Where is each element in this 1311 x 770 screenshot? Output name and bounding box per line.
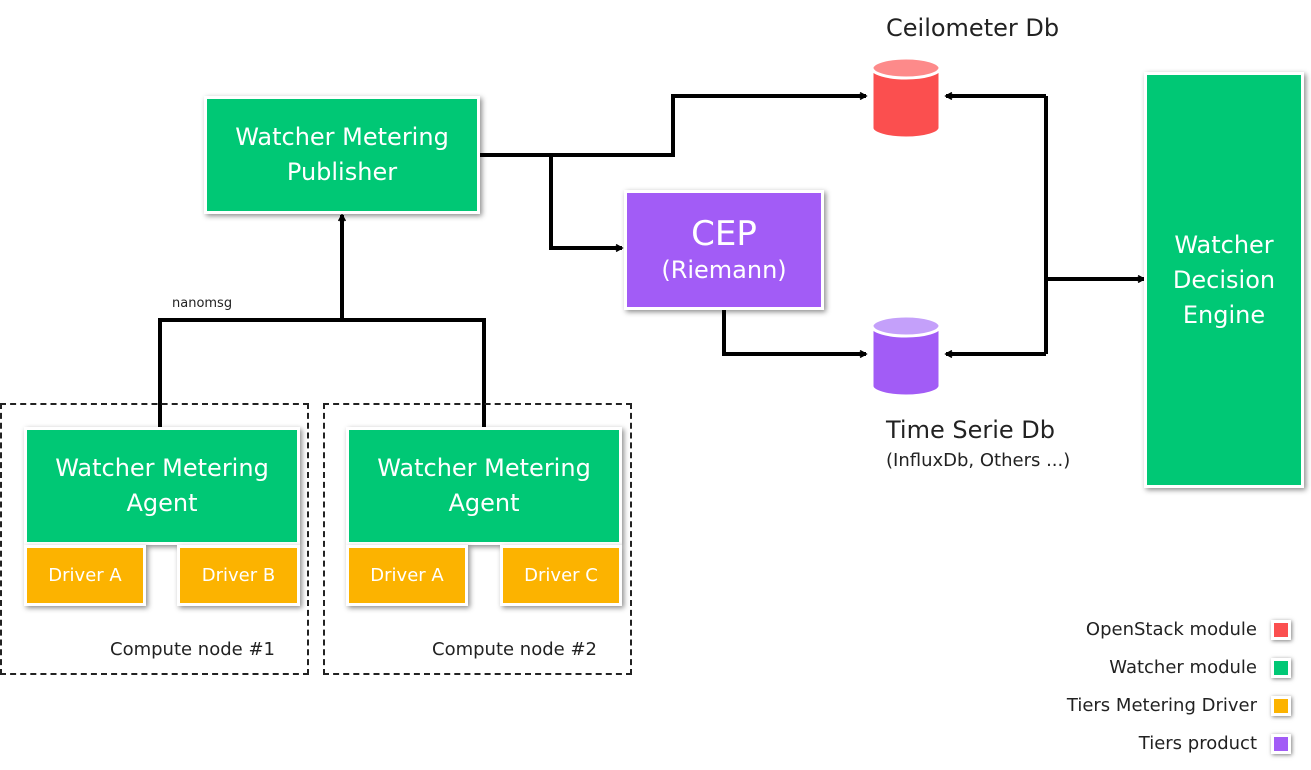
cep-box: CEP (Riemann)	[624, 190, 824, 310]
compute-node-1-label: Compute node #1	[110, 639, 275, 660]
driver-a-node2-box: Driver A	[346, 545, 468, 606]
compute-node-2-label: Compute node #2	[432, 639, 597, 660]
publisher-to-ceilometer-arrow	[480, 96, 866, 157]
legend-tiers-metering-driver: Tiers Metering Driver	[1067, 695, 1291, 716]
nanomsg-label: nanomsg	[172, 296, 233, 311]
compute-node-2	[323, 403, 632, 675]
watcher-metering-agent-2-box: Watcher Metering Agent	[346, 427, 622, 545]
driver-a-node1-box: Driver A	[24, 545, 146, 606]
watcher-decision-engine-box: Watcher Decision Engine	[1144, 72, 1304, 488]
legend-label: Tiers Metering Driver	[1066, 695, 1257, 716]
agent1-to-bus-line	[158, 318, 486, 428]
cep-subtitle: (Riemann)	[661, 256, 787, 284]
legend-swatch-green-icon	[1271, 657, 1291, 678]
legend-label: Tiers product	[1138, 733, 1257, 754]
legend-tiers-product: Tiers product	[1139, 733, 1291, 754]
publisher-to-cep-arrow	[549, 155, 622, 248]
time-serie-db-sublabel: (InfluxDb, Others ...)	[886, 450, 1071, 471]
legend-swatch-purple-icon	[1271, 733, 1291, 754]
cep-title: CEP	[691, 214, 757, 254]
driver-b-node1-box: Driver B	[177, 545, 300, 606]
time-serie-db-cylinder-icon	[870, 314, 942, 398]
driver-c-node2-box: Driver C	[500, 545, 622, 606]
legend-swatch-red-icon	[1271, 619, 1291, 640]
legend-watcher-module: Watcher module	[1109, 657, 1291, 678]
legend-label: OpenStack module	[1085, 619, 1257, 640]
ceilometer-db-label: Ceilometer Db	[886, 14, 1060, 42]
watcher-metering-agent-1-box: Watcher Metering Agent	[24, 427, 300, 545]
ceilometer-db-cylinder-icon	[870, 56, 942, 140]
time-serie-db-label: Time Serie Db	[886, 416, 1056, 444]
legend-swatch-orange-icon	[1271, 695, 1291, 716]
cep-to-tsdb-arrow	[722, 310, 866, 354]
legend-label: Watcher module	[1109, 657, 1257, 678]
compute-node-1	[0, 403, 309, 675]
watcher-metering-publisher-box: Watcher Metering Publisher	[204, 96, 480, 214]
legend-openstack-module: OpenStack module	[1086, 619, 1291, 640]
